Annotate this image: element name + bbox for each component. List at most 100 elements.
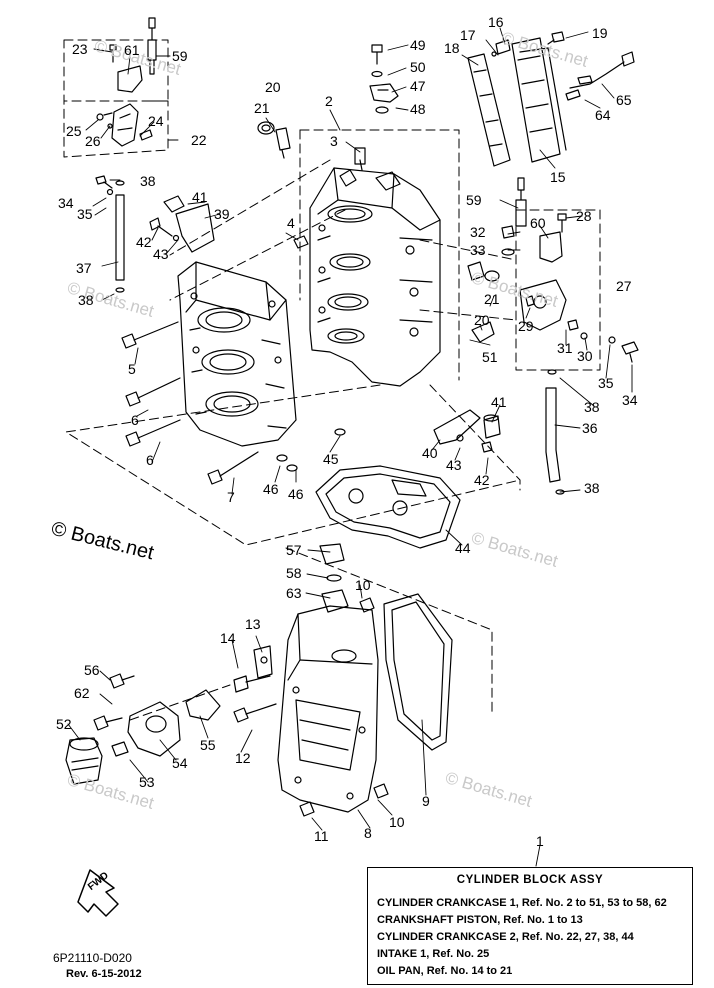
callout-39: 39 — [214, 206, 230, 222]
assembly-reference-box: CYLINDER BLOCK ASSY CYLINDER CRANKCASE 1… — [367, 867, 693, 985]
callout-55: 55 — [200, 737, 216, 753]
callout-57: 57 — [286, 542, 302, 558]
callout-63: 63 — [286, 585, 302, 601]
callout-29: 29 — [518, 318, 534, 334]
callout-35-right: 35 — [598, 375, 614, 391]
callout-13: 13 — [245, 616, 261, 632]
reference-line: OIL PAN, Ref. No. 14 to 21 — [377, 965, 513, 977]
callout-2: 2 — [325, 93, 333, 109]
callout-47: 47 — [410, 78, 426, 94]
callout-51: 51 — [482, 349, 498, 365]
callout-21: 21 — [254, 100, 270, 116]
callout-60: 60 — [530, 215, 546, 231]
callout-10: 10 — [355, 577, 371, 593]
callout-46: 46 — [263, 481, 279, 497]
callout-1: 1 — [536, 833, 544, 849]
fwd-arrow-icon — [77, 869, 119, 917]
callout-32: 32 — [470, 224, 486, 240]
callout-20-right: 20 — [474, 312, 490, 328]
callout-14: 14 — [220, 630, 236, 646]
callout-43: 43 — [153, 246, 169, 262]
crankcase-block — [293, 147, 441, 387]
gasket-9 — [383, 593, 453, 751]
callout-8: 8 — [364, 825, 372, 841]
callout-4: 4 — [287, 215, 295, 231]
o-rings-45-46 — [276, 428, 346, 472]
callout-9: 9 — [422, 793, 430, 809]
callout-20: 20 — [265, 79, 281, 95]
callout-58: 58 — [286, 565, 302, 581]
callout-19: 19 — [592, 25, 608, 41]
callout-37: 37 — [76, 260, 92, 276]
callout-45: 45 — [323, 451, 339, 467]
callout-28: 28 — [576, 208, 592, 224]
callout-33: 33 — [470, 242, 486, 258]
callout-61: 61 — [124, 42, 140, 58]
gasket-44 — [315, 465, 461, 549]
callout-23: 23 — [72, 41, 88, 57]
callout-7: 7 — [227, 489, 235, 505]
callout-56: 56 — [84, 662, 100, 678]
oil-pan-lower — [277, 543, 389, 817]
cover-plate-15-18 — [467, 31, 635, 167]
callout-34: 34 — [58, 195, 74, 211]
callout-26: 26 — [85, 133, 101, 149]
callout-6: 6 — [131, 412, 139, 428]
callout-42-lower: 42 — [474, 472, 490, 488]
callout-59-right: 59 — [466, 192, 482, 208]
bracket-40 — [433, 409, 501, 453]
fitting-47-50 — [369, 44, 399, 114]
callout-38-lower: 38 — [78, 292, 94, 308]
callout-3: 3 — [330, 133, 338, 149]
callout-35: 35 — [77, 206, 93, 222]
callout-62: 62 — [74, 685, 90, 701]
upper-left-parts — [95, 17, 157, 293]
callout-10-lower: 10 — [389, 814, 405, 830]
callout-27: 27 — [616, 278, 632, 294]
callout-15: 15 — [550, 169, 566, 185]
callout-42: 42 — [136, 234, 152, 250]
callout-17: 17 — [460, 27, 476, 43]
revision-date: Rev. 6-15-2012 — [66, 968, 142, 980]
callout-49: 49 — [410, 37, 426, 53]
callout-38: 38 — [140, 173, 156, 189]
callout-59: 59 — [172, 48, 188, 64]
callout-11: 11 — [314, 828, 329, 844]
reference-line: CRANKSHAFT PISTON, Ref. No. 1 to 13 — [377, 914, 583, 926]
callout-44: 44 — [455, 540, 471, 556]
callout-43-lower: 43 — [446, 457, 462, 473]
bolts-5-7 — [121, 321, 259, 485]
callout-41-lower: 41 — [491, 394, 507, 410]
callout-54: 54 — [172, 755, 188, 771]
dashed-group-lines — [63, 39, 601, 721]
callout-22: 22 — [191, 132, 207, 148]
oil-filter-group — [65, 673, 221, 785]
parts-12-14 — [233, 645, 277, 723]
callout-41: 41 — [192, 189, 208, 205]
reference-line: CYLINDER CRANKCASE 2, Ref. No. 22, 27, 3… — [377, 931, 634, 943]
bracket-39 — [149, 195, 215, 253]
callout-6-lower: 6 — [146, 452, 154, 468]
callout-40: 40 — [422, 445, 438, 461]
callout-50: 50 — [410, 59, 426, 75]
callout-38-right: 38 — [584, 399, 600, 415]
callout-18: 18 — [444, 40, 460, 56]
callout-53: 53 — [139, 774, 155, 790]
callout-65: 65 — [616, 92, 632, 108]
callout-25: 25 — [66, 123, 82, 139]
callout-5: 5 — [128, 361, 136, 377]
thermostat-group-27 — [467, 177, 639, 495]
diagram-code: 6P21110-D020 — [53, 951, 132, 965]
reference-box-title: CYLINDER BLOCK ASSY — [456, 874, 604, 886]
callout-36: 36 — [582, 420, 598, 436]
callout-48: 48 — [410, 101, 426, 117]
callout-31: 31 — [557, 340, 573, 356]
reference-line: INTAKE 1, Ref. No. 25 — [377, 948, 490, 960]
callout-46-right: 46 — [288, 486, 304, 502]
callout-16: 16 — [488, 14, 504, 30]
fitting-20-21 — [257, 121, 291, 159]
callout-30: 30 — [577, 348, 593, 364]
callout-24: 24 — [148, 113, 164, 129]
